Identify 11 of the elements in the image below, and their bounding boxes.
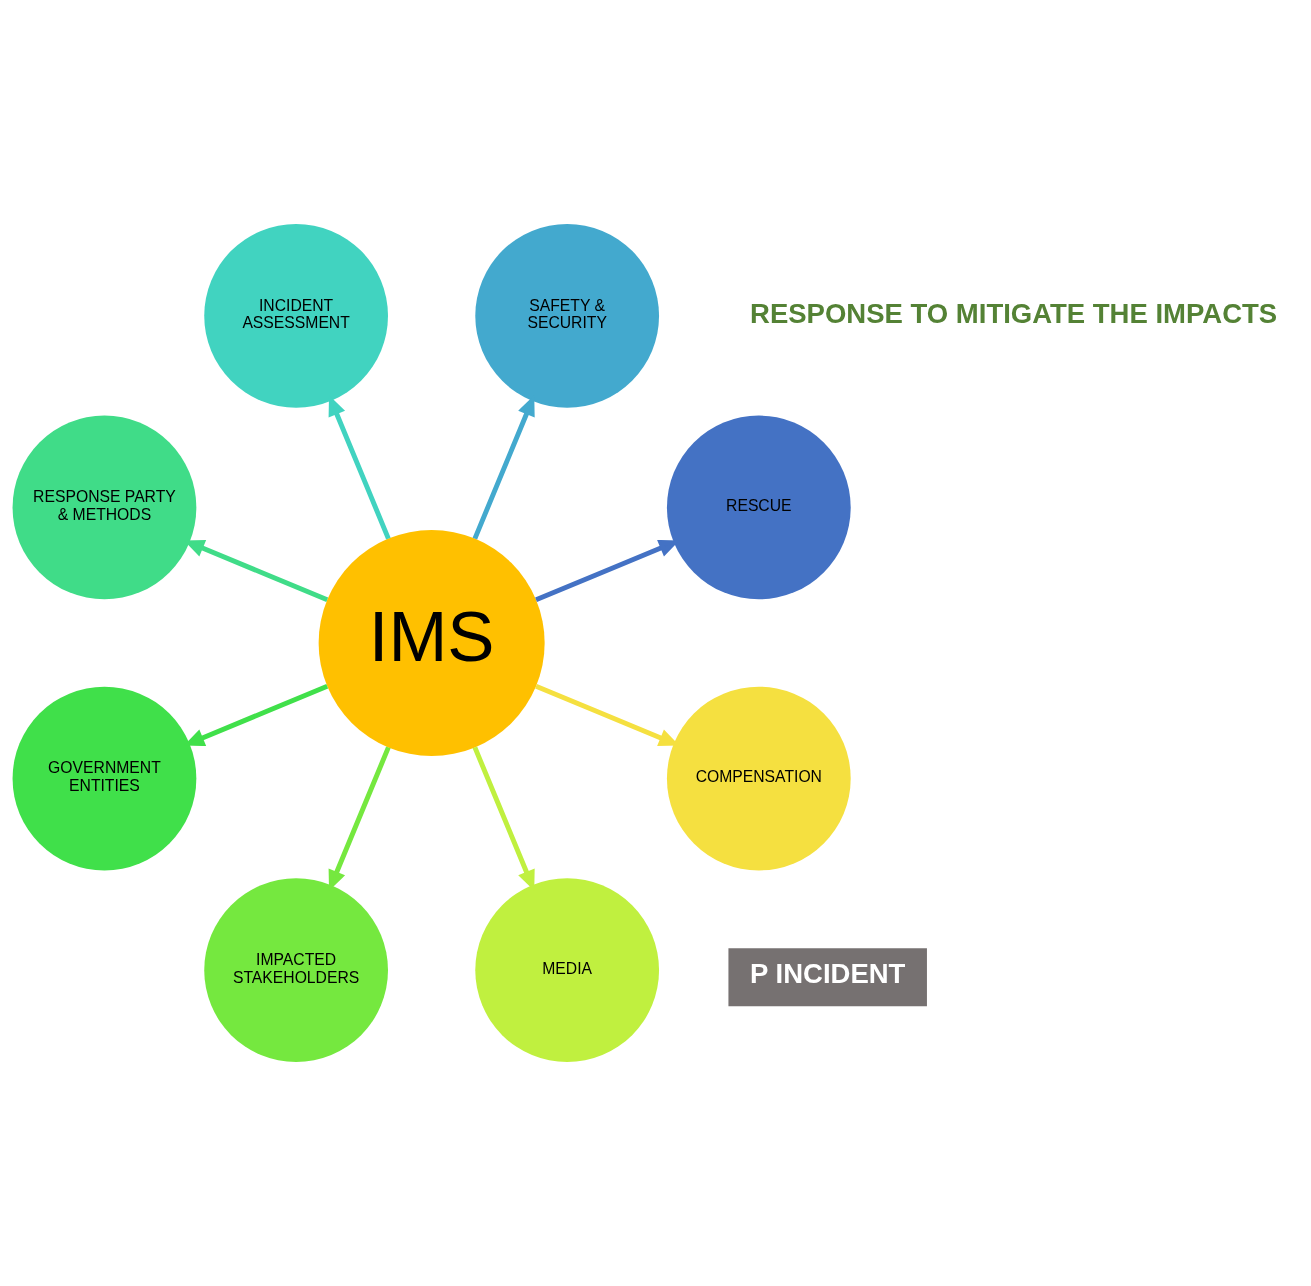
node-circle: RESPONSE PARTY & METHODS (12, 415, 197, 600)
node-circle: IMPACTED STAKEHOLDERS (204, 878, 388, 1063)
node-circle: IMS (318, 530, 545, 756)
node-circle: MEDIA (475, 878, 660, 1063)
node-circle: INCIDENT ASSESSMENT (204, 223, 388, 408)
node-circle: RESCUE (666, 415, 851, 600)
node-circle: GOVERNMENT ENTITIES (12, 686, 197, 871)
label: RESPONSE TO MITIGATE THE IMPACTS (750, 297, 1278, 329)
node-circle: COMPENSATION (666, 686, 851, 871)
node-circle: SAFETY & SECURITY (475, 223, 660, 408)
label: P INCIDENT (750, 957, 906, 989)
